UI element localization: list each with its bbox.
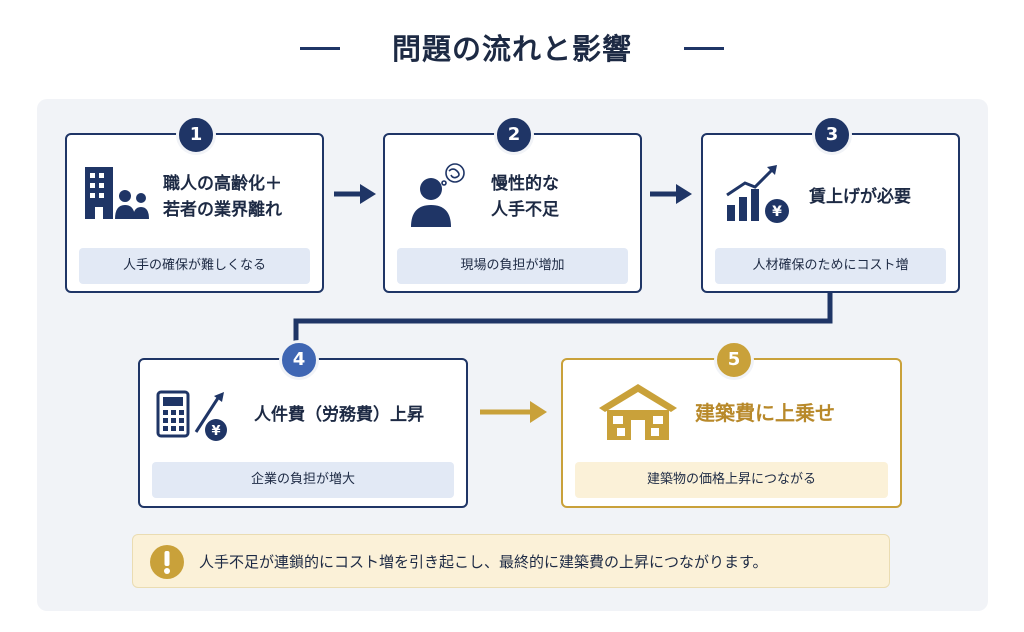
title-area: 問題の流れと影響 (0, 0, 1024, 96)
step-4-badge: 4 (279, 340, 319, 380)
arrow-4-to-5 (480, 401, 547, 423)
step-card-1: 職人の高齢化＋ 若者の業界離れ 人手の確保が難しくなる (65, 133, 324, 293)
step-2-title-line2: 人手不足 (491, 200, 559, 220)
warning-icon (150, 545, 184, 579)
step-2-sub: 現場の負担が増加 (397, 248, 628, 284)
step-card-2: 慢性的な 人手不足 現場の負担が増加 (383, 133, 642, 293)
step-5-sub: 建築物の価格上昇につながる (575, 462, 888, 498)
worried-person-icon (411, 163, 465, 227)
step-2-title: 慢性的な 人手不足 (491, 171, 559, 223)
step-1-sub: 人手の確保が難しくなる (79, 248, 310, 284)
step-4-title: 人件費（労務費）上昇 (254, 405, 424, 425)
step-1-title: 職人の高齢化＋ 若者の業界離れ (163, 171, 282, 223)
step-card-3: ¥ 賃上げが必要 人材確保のためにコスト増 (701, 133, 960, 293)
calculator-yen-icon: ¥ (156, 390, 227, 441)
step-5-badge: 5 (714, 340, 754, 380)
step-3-title: 賃上げが必要 (809, 187, 911, 207)
step-card-4: ¥ 人件費（労務費）上昇 企業の負担が増大 (138, 358, 468, 508)
step-3-sub: 人材確保のためにコスト増 (715, 248, 946, 284)
step-2-badge: 2 (494, 115, 534, 155)
step-1-title-line1: 職人の高齢化＋ (163, 174, 282, 194)
step-1-title-line2: 若者の業界離れ (163, 200, 282, 220)
svg-text:¥: ¥ (211, 424, 220, 439)
title-dash-right (684, 47, 724, 50)
house-icon (599, 384, 677, 440)
step-card-5: 建築費に上乗せ 建築物の価格上昇につながる (561, 358, 902, 508)
step-3-badge: 3 (812, 115, 852, 155)
rising-chart-yen-icon: ¥ (726, 165, 789, 223)
arrow-1-to-2 (334, 184, 376, 204)
step-4-sub: 企業の負担が増大 (152, 462, 454, 498)
step-2-title-line1: 慢性的な (491, 174, 559, 194)
summary-note: 人手不足が連鎖的にコスト増を引き起こし、最終的に建築費の上昇につながります。 (132, 534, 890, 588)
connector-3-to-4 (293, 292, 833, 350)
page-title: 問題の流れと影響 (391, 32, 632, 66)
step-1-badge: 1 (176, 115, 216, 155)
arrow-2-to-3 (650, 184, 692, 204)
svg-text:¥: ¥ (772, 204, 782, 220)
step-5-title: 建築費に上乗せ (695, 401, 835, 425)
summary-note-text: 人手不足が連鎖的にコスト増を引き起こし、最終的に建築費の上昇につながります。 (199, 553, 768, 571)
building-people-icon (85, 167, 149, 219)
title-dash-left (300, 47, 340, 50)
